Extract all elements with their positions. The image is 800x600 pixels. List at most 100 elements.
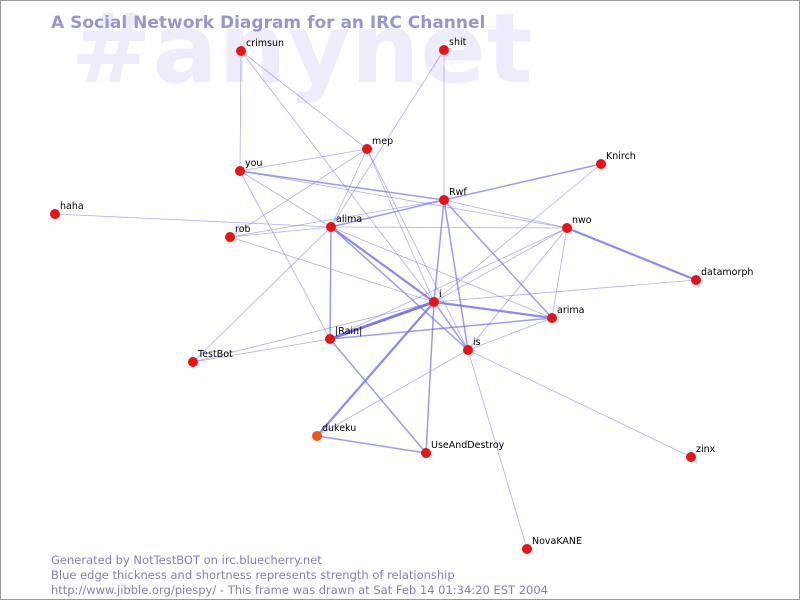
edge-alima-Rain bbox=[329, 226, 332, 340]
edge-mep-i bbox=[366, 148, 435, 303]
edge-Rwf-arima bbox=[443, 199, 553, 319]
edge-haha-alima bbox=[54, 213, 332, 228]
node-dot bbox=[235, 166, 245, 176]
edge-you-Rain bbox=[239, 170, 331, 340]
node-label: UseAndDestroy bbox=[431, 440, 505, 451]
node-arima: arima bbox=[547, 305, 584, 323]
edge-alima-nwo bbox=[330, 226, 568, 229]
footer-generated-by: Generated by NotTestBOT on irc.bluecherr… bbox=[51, 553, 322, 567]
node-label: arima bbox=[557, 305, 584, 316]
node-dot bbox=[188, 357, 198, 367]
node-label: NovaKANE bbox=[532, 536, 582, 547]
edge-mep-alima bbox=[330, 148, 368, 228]
node-shit: shit bbox=[439, 37, 467, 55]
node-rob: rob bbox=[225, 224, 251, 242]
edge-i-dukeku bbox=[316, 301, 435, 437]
node-alima: alima bbox=[326, 214, 362, 232]
node-TestBot: TestBot bbox=[188, 349, 233, 367]
edge-Rwf-i bbox=[433, 199, 445, 303]
edge-nwo-datamorph bbox=[566, 226, 697, 282]
node-Rain: |Rain| bbox=[325, 326, 362, 344]
node-dot bbox=[325, 334, 335, 344]
node-nwo: nwo bbox=[562, 215, 592, 233]
edge-alima-i bbox=[330, 226, 435, 303]
node-label: mep bbox=[372, 136, 393, 147]
node-label: TestBot bbox=[197, 349, 233, 360]
edge-you-alima bbox=[239, 170, 332, 228]
node-i: i bbox=[429, 289, 442, 307]
edge-is-dukeku bbox=[316, 349, 469, 437]
edge-Knirch-i bbox=[433, 163, 602, 303]
edge-Rwf-alima bbox=[330, 199, 445, 228]
node-dot bbox=[326, 222, 336, 232]
node-you: you bbox=[235, 158, 262, 176]
node-Rwf: Rwf bbox=[439, 187, 467, 205]
node-label: shit bbox=[449, 37, 467, 48]
node-label: rob bbox=[235, 224, 251, 235]
node-label: i bbox=[439, 289, 442, 300]
node-label: Rwf bbox=[449, 187, 467, 198]
node-mep: mep bbox=[362, 136, 393, 154]
edge-nwo-arima bbox=[551, 227, 568, 319]
diagram-title: A Social Network Diagram for an IRC Chan… bbox=[51, 13, 486, 33]
edge-i-UseAndDestroy bbox=[425, 301, 435, 454]
node-dot bbox=[686, 452, 696, 462]
node-zinx: zinx bbox=[686, 444, 716, 462]
node-datamorph: datamorph bbox=[691, 267, 753, 285]
edge-Rwf-is bbox=[443, 199, 469, 351]
node-label: dukeku bbox=[322, 423, 356, 434]
node-label: |Rain| bbox=[335, 326, 362, 337]
edge-you-Rwf bbox=[239, 170, 445, 201]
edge-arima-is bbox=[467, 317, 553, 351]
node-Knirch: Knirch bbox=[596, 151, 636, 169]
node-label: alima bbox=[336, 214, 362, 225]
edge-is-zinx bbox=[467, 349, 692, 458]
node-dot bbox=[547, 313, 557, 323]
node-dot bbox=[312, 431, 322, 441]
node-label: is bbox=[473, 337, 481, 348]
node-label: Knirch bbox=[606, 151, 636, 162]
node-haha: haha bbox=[50, 201, 84, 219]
node-dot bbox=[50, 209, 60, 219]
node-label: zinx bbox=[696, 444, 716, 455]
edge-datamorph-i bbox=[433, 279, 697, 303]
edge-Rwf-nwo bbox=[443, 199, 568, 229]
edge-alima-rob bbox=[229, 226, 332, 238]
edge-i-arima bbox=[433, 300, 553, 320]
edge-i-Rain bbox=[329, 300, 435, 341]
edge-alima-TestBot bbox=[192, 226, 332, 363]
node-dot bbox=[421, 448, 431, 458]
edge-you-nwo bbox=[239, 170, 568, 229]
edge-nwo-i bbox=[433, 227, 568, 303]
node-dot bbox=[236, 46, 246, 56]
node-dukeku: dukeku bbox=[312, 423, 356, 441]
node-UseAndDestroy: UseAndDestroy bbox=[421, 440, 505, 458]
node-label: datamorph bbox=[701, 267, 753, 278]
edge-i-TestBot bbox=[192, 301, 435, 363]
edge-is-NovaKANE bbox=[467, 349, 528, 550]
node-dot bbox=[225, 232, 235, 242]
edge-mep-rob bbox=[229, 148, 368, 238]
channel-watermark: #anynet bbox=[71, 0, 534, 105]
node-label: haha bbox=[60, 201, 84, 212]
edge-i-is bbox=[433, 301, 469, 351]
edge-shit-alima bbox=[330, 49, 445, 228]
node-NovaKANE: NovaKANE bbox=[522, 536, 582, 554]
node-dot bbox=[439, 45, 449, 55]
edge-Rain-TestBot bbox=[192, 338, 331, 363]
node-is: is bbox=[463, 337, 481, 355]
edge-layer bbox=[54, 49, 697, 550]
edge-alima-arima bbox=[330, 226, 553, 319]
node-dot bbox=[429, 297, 439, 307]
node-dot bbox=[691, 275, 701, 285]
node-dot bbox=[439, 195, 449, 205]
edge-Rain-UseAndDestroy bbox=[329, 338, 427, 454]
node-label: you bbox=[245, 158, 262, 169]
node-dot bbox=[362, 144, 372, 154]
edge-nwo-Rain bbox=[329, 227, 568, 340]
edge-mep-is bbox=[366, 148, 469, 351]
node-dot bbox=[463, 345, 473, 355]
